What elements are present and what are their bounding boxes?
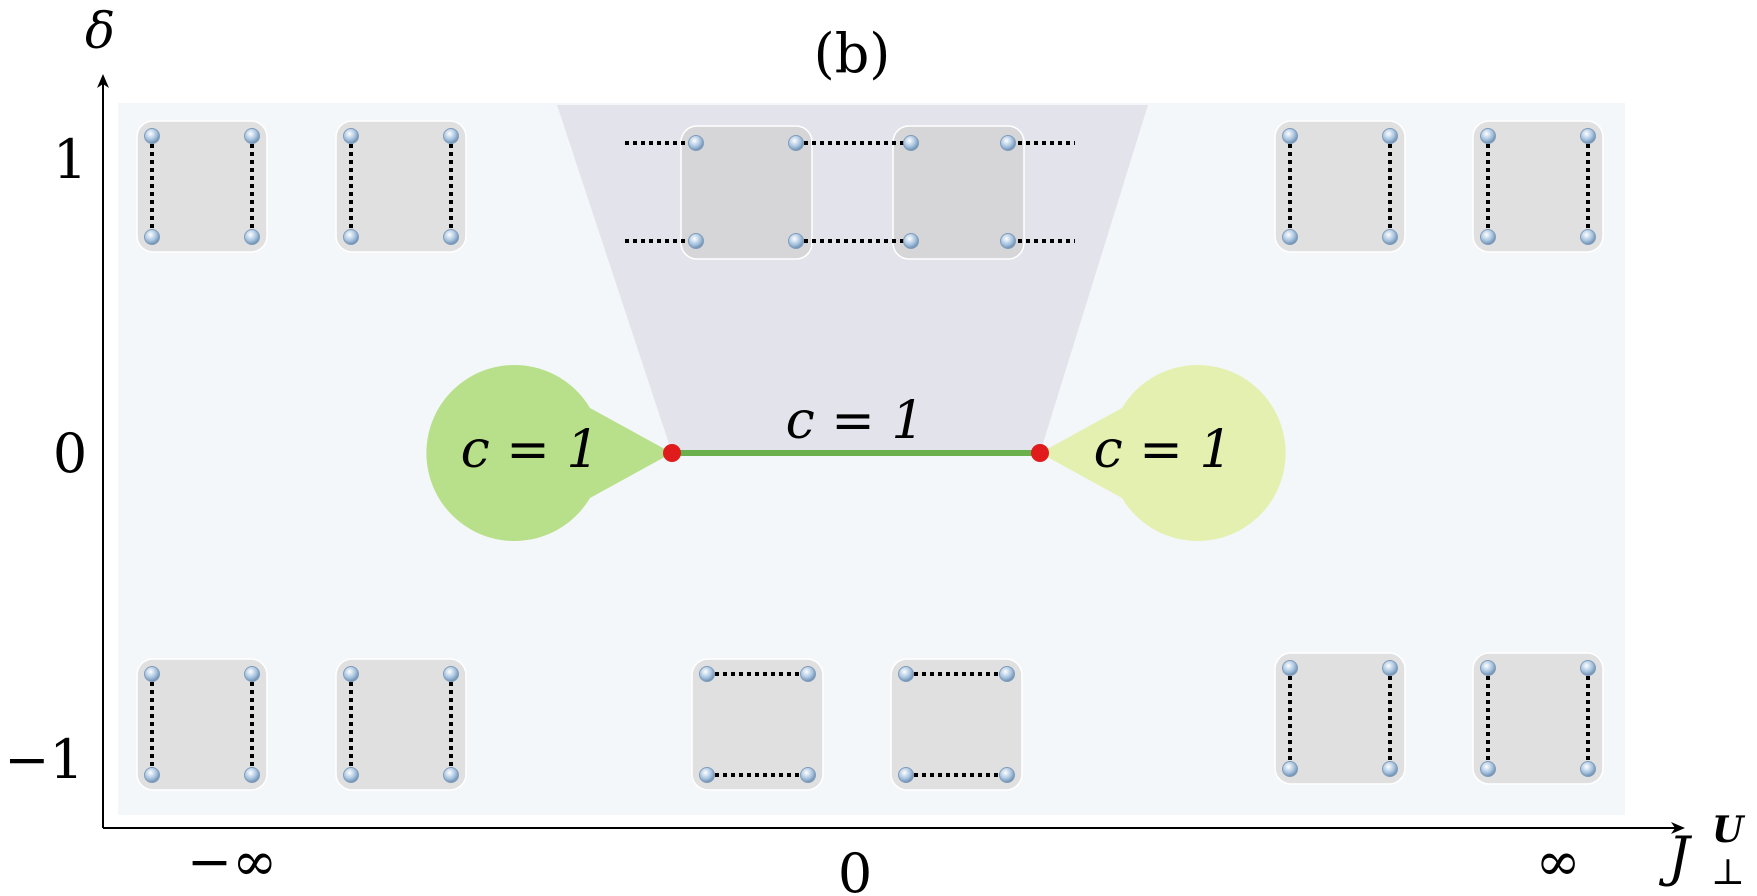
x-axis-label-superscript: U [1712,809,1746,851]
lattice-site [1382,229,1398,245]
lattice-site [343,666,359,682]
lattice-site [1282,761,1298,777]
x-axis-label-main: J [1658,825,1693,888]
lattice-site [999,666,1015,682]
lattice-site [144,229,160,245]
lattice-site [898,767,914,783]
lattice-site [688,135,704,151]
lattice-site [144,666,160,682]
lattice-site [1382,660,1398,676]
lattice-site [1282,660,1298,676]
plaquette [335,120,467,253]
plaquette [136,120,268,253]
lattice-site [903,135,919,151]
y-axis-label: δ [85,2,115,60]
lattice-site [244,128,260,144]
lattice-site [443,767,459,783]
lattice-site [1480,660,1496,676]
lattice-site [1480,761,1496,777]
left-drop-label: c = 1 [461,420,600,480]
plaquette [335,658,467,791]
lattice-site [1580,229,1596,245]
lattice-site [699,767,715,783]
lattice-site [244,229,260,245]
lattice-site [903,233,919,249]
plaquette [1274,652,1406,785]
critical-point-right [1031,444,1049,462]
plaquette [680,125,813,260]
lattice-site [688,233,704,249]
lattice-site [343,767,359,783]
lattice-site [443,666,459,682]
lattice-site [1282,128,1298,144]
y-tick-label: 1 [53,128,87,191]
center-line-label: c = 1 [786,391,925,451]
plaquette [136,658,268,791]
y-tick-label: −1 [4,728,84,791]
lattice-site [898,666,914,682]
plaquette [1274,120,1406,253]
right-drop-label: c = 1 [1094,420,1233,480]
plaquette-group [136,120,1604,791]
left-drop-region [426,365,672,541]
panel-label: (b) [814,22,891,85]
lattice-site [244,767,260,783]
x-axis-label-subscript: ⊥ [1711,852,1745,893]
lattice-site [699,666,715,682]
lattice-site [1580,660,1596,676]
plaquette [691,658,824,791]
lattice-site [343,229,359,245]
lattice-site [144,128,160,144]
lattice-site [800,666,816,682]
lattice-site [1580,128,1596,144]
lattice-site [1480,229,1496,245]
lattice-site [343,128,359,144]
x-tick-label: −∞ [187,830,277,893]
x-tick-label: ∞ [1536,830,1581,893]
y-tick-label: 0 [53,422,87,485]
lattice-site [1382,128,1398,144]
lattice-site [1000,233,1016,249]
lattice-site [144,767,160,783]
x-tick-label: 0 [838,842,872,896]
lattice-site [1382,761,1398,777]
lattice-site [1282,229,1298,245]
lattice-site [800,767,816,783]
lattice-site [443,229,459,245]
lattice-site [244,666,260,682]
plaquette [890,658,1023,791]
lattice-site [443,128,459,144]
lattice-site [999,767,1015,783]
right-drop-region [1040,365,1286,541]
x-axis-label: J [1658,825,1693,888]
plaquette [1472,652,1604,785]
lattice-site [1580,761,1596,777]
plaquette [892,125,1025,260]
lattice-site [788,135,804,151]
lattice-site [788,233,804,249]
lattice-site [1000,135,1016,151]
plaquette [1472,120,1604,253]
lattice-site [1480,128,1496,144]
critical-point-left [663,444,681,462]
